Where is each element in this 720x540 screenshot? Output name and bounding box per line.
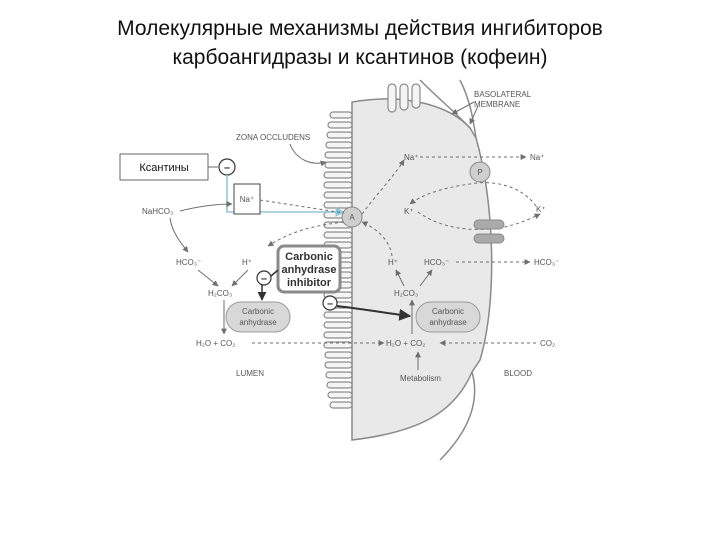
k-channel-bottom xyxy=(473,233,505,244)
h2co3-to-h-arrow xyxy=(395,269,405,287)
transporter-a xyxy=(341,206,363,228)
ca-inhibitor-line-1: Carbonic xyxy=(285,251,333,263)
lumen-label: LUMEN xyxy=(236,369,264,378)
h-to-h2co3-arrow xyxy=(231,269,249,287)
hco3-blood-label: HCO₃⁻ xyxy=(534,258,559,267)
nahco3-label: NaHCO₃ xyxy=(142,207,173,216)
basolateral-label-line-1: BASOLATERAL xyxy=(474,90,532,99)
ca-inhibitor-line-2: anhydrase xyxy=(281,264,336,276)
zona-occludens-pointer xyxy=(289,143,327,167)
ca-inhibitor-line-3: inhibitor xyxy=(287,277,332,289)
h2co3-lumen-label: H₂CO₃ xyxy=(208,289,232,298)
h2co3-to-hco3-arrow xyxy=(419,269,433,287)
slide-title-line-2: карбоангидразы и ксантинов (кофеин) xyxy=(172,46,548,69)
na-blood-label: Na⁺ xyxy=(530,153,544,162)
k-cell-label: K⁺ xyxy=(404,207,414,216)
hco3-cell-label: HCO₃⁻ xyxy=(424,258,449,267)
nahco3-to-na-arrow xyxy=(179,201,233,212)
h2o-co2-lumen-label: H₂O + CO₂ xyxy=(196,339,235,348)
basolateral-label-line-2: MEMBRANE xyxy=(474,100,520,109)
h-lumen-label: H⁺ xyxy=(242,258,252,267)
inhibitor-cell-minus: – xyxy=(327,298,333,310)
zona-occludens-label: ZONA OCCLUDENS xyxy=(236,133,310,142)
k-blood-label: K⁺ xyxy=(536,205,546,214)
slide-title: Молекулярные механизмы действия ингибито… xyxy=(0,14,720,72)
h-to-transporter-arrow xyxy=(361,221,393,257)
ca-cell-line-1: Carbonic xyxy=(432,307,464,316)
basolateral-fold-bottom xyxy=(439,371,476,461)
h-exit-arrow xyxy=(267,221,345,247)
carbonic-anhydrase-cell xyxy=(415,301,481,333)
ca-lumen-line-1: Carbonic xyxy=(242,307,274,316)
xanthines-box xyxy=(119,153,209,181)
xanthines-minus: – xyxy=(224,162,230,174)
inhibitor-lumen-minus: – xyxy=(261,273,267,285)
k-pump-loop xyxy=(409,182,537,207)
metabolism-label: Metabolism xyxy=(400,374,441,383)
h-cell-label: H⁺ xyxy=(388,258,398,267)
ca-lumen-line-2: anhydrase xyxy=(239,318,277,327)
h2o-co2-cell-label: H₂O + CO₂ xyxy=(386,339,425,348)
blood-label: BLOOD xyxy=(504,369,532,378)
inhibitor-cell-sign xyxy=(322,295,338,311)
basolateral-fold-top-2 xyxy=(459,79,477,139)
xanthines-label: Ксантины xyxy=(139,162,188,174)
slide-title-line-1: Молекулярные механизмы действия ингибито… xyxy=(117,17,603,40)
transporter-a-label: A xyxy=(349,213,355,222)
h2co3-cell-label: H₂CO₃ xyxy=(394,289,418,298)
na-cell-label: Na⁺ xyxy=(404,153,418,162)
tubule-cell-body xyxy=(351,98,493,441)
na-box-label: Na⁺ xyxy=(240,195,254,204)
hco3-lumen-label: HCO₃⁻ xyxy=(176,258,201,267)
inhibitor-to-cell-ca-arrow xyxy=(336,305,412,321)
ca-inhibitor-box xyxy=(276,244,342,294)
hco3-to-h2co3-arrow xyxy=(197,269,219,287)
na-to-pump-arrow xyxy=(361,159,405,215)
nahco3-to-hco3-arrow xyxy=(169,217,189,253)
pump-p-label: P xyxy=(477,168,482,177)
co2-blood-label: CO₂ xyxy=(540,339,555,348)
neighbour-cell-microvilli xyxy=(387,83,421,113)
na-entry-arrow xyxy=(259,199,345,214)
basolateral-pointer-2 xyxy=(469,105,479,125)
ca-cell-line-2: anhydrase xyxy=(429,318,467,327)
basolateral-pointer-1 xyxy=(451,101,475,115)
inhibitor-lumen-sign xyxy=(256,270,272,286)
k-channel-top xyxy=(473,219,505,230)
xanthines-inhibit-arrow xyxy=(226,175,345,217)
basolateral-fold-top xyxy=(419,79,471,129)
pump-p xyxy=(469,161,491,183)
na-box xyxy=(233,183,261,215)
inhibitor-to-lumen-ca-arrow xyxy=(262,269,279,300)
